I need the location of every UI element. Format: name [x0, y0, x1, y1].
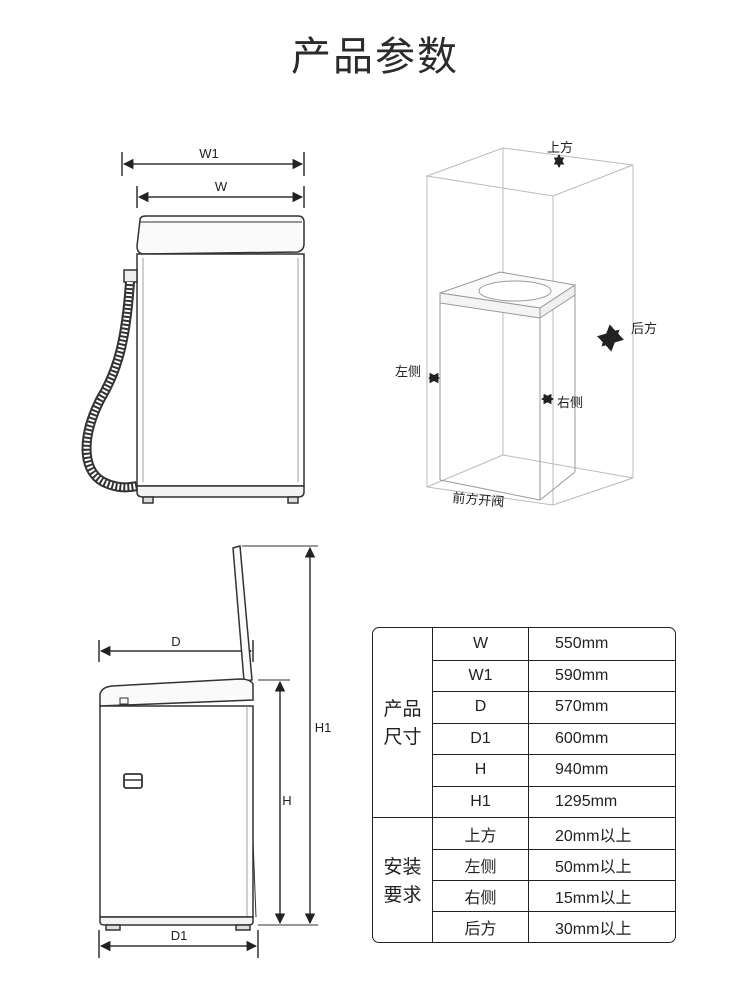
row-value: 50mm以上 [555, 859, 632, 876]
row-key: 右侧 [433, 881, 529, 911]
product-size-group: 产品 尺寸 W 550mm W1 590mm D 570mm D1 600mm … [373, 628, 675, 817]
w-label: W [215, 179, 228, 194]
row-key: D1 [433, 723, 529, 754]
table-row: H 940mm [433, 754, 675, 786]
install-requirements-group: 安装 要求 上方 20mm以上 左侧 50mm以上 右侧 15mm以上 后方 3… [373, 817, 675, 942]
table-row: 后方 30mm以上 [433, 911, 675, 942]
h1-label: H1 [315, 720, 332, 735]
back-clearance-label: 后方 [631, 321, 657, 337]
left-clearance-label: 左侧 [395, 365, 421, 380]
row-key: H [433, 755, 529, 786]
side-view-drawing [98, 545, 318, 958]
back-clearance-arrow [597, 324, 624, 352]
front-opening-label: 前方开阀 [452, 490, 505, 510]
row-key: 左侧 [433, 850, 529, 880]
row-value: 590mm [555, 666, 609, 684]
table-row: D 570mm [433, 691, 675, 723]
top-clearance-label: 上方 [547, 140, 573, 156]
row-key: 后方 [433, 912, 529, 942]
row-value: 15mm以上 [555, 890, 632, 907]
group-label: 产品 尺寸 [373, 628, 433, 817]
spec-table: 产品 尺寸 W 550mm W1 590mm D 570mm D1 600mm … [372, 627, 676, 943]
row-value: 570mm [555, 698, 609, 716]
row-key: 上方 [433, 818, 529, 849]
row-value: 600mm [555, 729, 609, 747]
clearance-view-drawing [425, 147, 634, 506]
table-row: 上方 20mm以上 [433, 818, 675, 849]
table-row: W1 590mm [433, 659, 675, 691]
row-key: W [433, 628, 529, 660]
row-value: 30mm以上 [555, 921, 632, 938]
d1-label: D1 [171, 928, 188, 943]
table-row: H1 1295mm [433, 785, 675, 817]
right-clearance-label: 右侧 [557, 396, 583, 411]
d-label: D [171, 634, 180, 649]
group-label-line: 安装 [383, 855, 422, 878]
w1-label: W1 [199, 146, 219, 161]
group-label-line: 产品 [383, 697, 422, 720]
page-title: 产品参数 [291, 34, 459, 80]
group-label-line: 要求 [383, 883, 422, 906]
row-value: 1295mm [555, 792, 618, 810]
h-label: H [282, 793, 291, 808]
row-key: H1 [433, 786, 529, 817]
group-label: 安装 要求 [373, 818, 433, 942]
table-row: D1 600mm [433, 722, 675, 754]
row-key: W1 [433, 660, 529, 691]
row-value: 940mm [555, 761, 609, 779]
table-row: 左侧 50mm以上 [433, 849, 675, 880]
group-label-line: 尺寸 [383, 725, 422, 748]
row-value: 550mm [555, 634, 609, 652]
front-view-drawing [81, 152, 305, 504]
row-key: D [433, 692, 529, 723]
table-row: W 550mm [433, 628, 675, 660]
row-value: 20mm以上 [555, 827, 632, 845]
table-row: 右侧 15mm以上 [433, 880, 675, 911]
